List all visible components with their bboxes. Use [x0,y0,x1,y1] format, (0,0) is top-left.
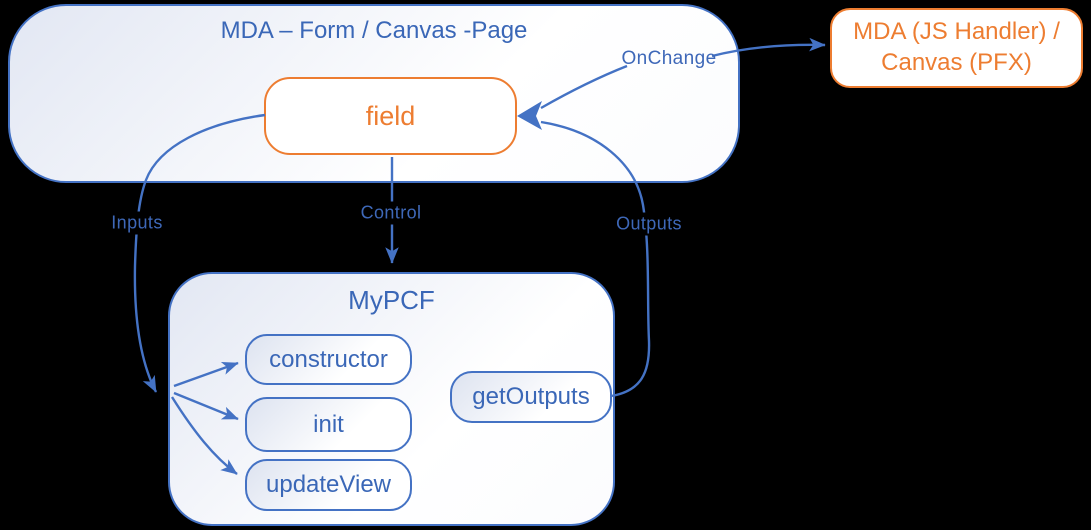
onchange-label: OnChange [621,48,717,69]
init-label: init [313,410,344,438]
form-page-title: MDA – Form / Canvas -Page [220,17,528,44]
js-handler-box: MDA (JS Handler) / Canvas (PFX) [830,8,1083,88]
constructor-box: constructor [245,334,412,385]
field-label: field [365,100,416,131]
mypcf-title: MyPCF [348,285,435,315]
js-handler-label-line1: MDA (JS Handler) / [853,18,1060,46]
inputs-label: Inputs [107,211,167,235]
updateview-box: updateView [245,459,412,511]
updateview-label: updateView [266,471,391,498]
control-label: Control [356,201,426,225]
js-handler-label-line2: Canvas (PFX) [881,49,1032,76]
init-box: init [245,397,412,452]
constructor-label: constructor [269,345,388,373]
field-box: field [264,77,517,155]
outputs-label: Outputs [612,212,686,236]
